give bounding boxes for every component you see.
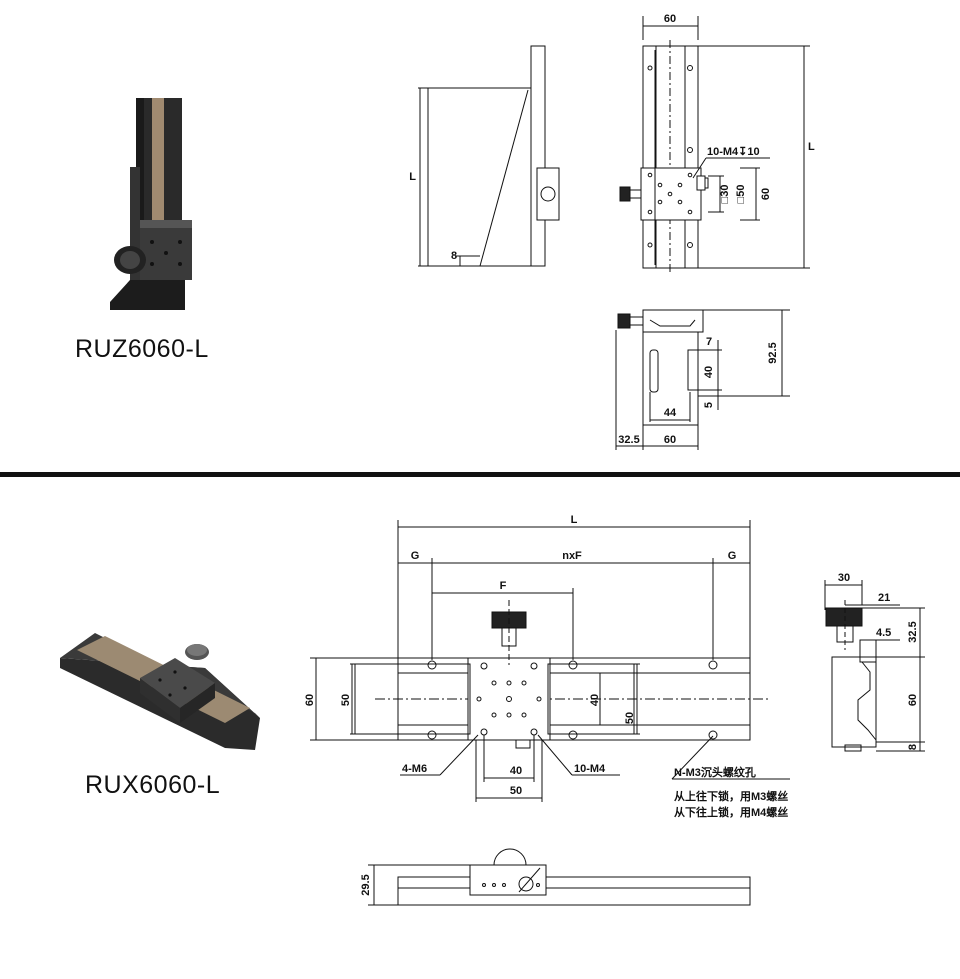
- bottom-plan-dim-F: F: [500, 580, 507, 592]
- ruz-model-label: RUZ6060-L: [75, 335, 209, 363]
- bottom-plan-note-nm3-line3: 从下往上锁，用M4螺丝: [674, 805, 788, 819]
- top-bottom-view: 92.5 7 40 5 44 32.5 60: [615, 309, 790, 450]
- rux-model-label: RUX6060-L: [85, 771, 221, 799]
- top-front-hole-note: 10-M4↧10: [707, 146, 760, 158]
- bottom-plan-note-nm3-line2: 从上往下锁，用M3螺丝: [674, 789, 788, 803]
- bottom-plan-dim-G-right: G: [728, 550, 737, 562]
- section-divider: [0, 472, 960, 477]
- top-front-dim-60: 60: [664, 13, 676, 25]
- top-bottom-dim-40: 40: [703, 366, 715, 378]
- bottom-plan-note-nm3-line1: N-M3沉头螺纹孔: [674, 765, 756, 779]
- top-bottom-dim-32-5: 32.5: [618, 434, 639, 446]
- bottom-plan-dim-50-left: 50: [340, 694, 352, 706]
- top-front-view: 60 L 10-M4↧10 □30 □50 60: [619, 13, 815, 275]
- bottom-plan-dim-50: 50: [510, 785, 522, 797]
- bottom-plan-dim-G-left: G: [411, 550, 420, 562]
- bottom-end-dim-30: 30: [838, 572, 850, 584]
- top-front-dim-sq50: □50: [735, 185, 747, 204]
- top-bottom-dim-44: 44: [664, 407, 677, 419]
- bottom-plan-note-10m4: 10-M4: [574, 763, 606, 775]
- bottom-end-dim-8: 8: [907, 744, 919, 750]
- bottom-end-dim-4-5: 4.5: [876, 627, 891, 639]
- bottom-end-view: 30 21 4.5 32.5 60 8: [824, 572, 925, 752]
- ruz-product-photo: [110, 98, 192, 310]
- bottom-plan-view: L G nxF G F 60 50 40 50: [304, 514, 790, 819]
- bottom-end-dim-21: 21: [878, 592, 890, 604]
- top-side-view: L 8: [409, 45, 560, 267]
- top-front-dim-L: L: [808, 141, 815, 153]
- bottom-end-dim-60: 60: [907, 694, 919, 706]
- top-bottom-dim-5: 5: [703, 402, 715, 408]
- rux-product-photo: [60, 633, 260, 750]
- top-side-dim-L: L: [409, 171, 416, 183]
- bottom-plan-dim-60-left: 60: [304, 694, 316, 706]
- bottom-plan-dim-50-right: 50: [624, 712, 636, 724]
- bottom-plan-dim-nxF: nxF: [562, 550, 582, 562]
- bottom-side-dim-29-5: 29.5: [360, 874, 372, 895]
- bottom-technical-drawing: L G nxF G F 60 50 40 50: [304, 514, 925, 906]
- top-side-dim-8: 8: [451, 250, 457, 262]
- top-technical-drawing: L 8 60 L: [409, 13, 815, 450]
- bottom-plan-dim-40: 40: [510, 765, 522, 777]
- top-bottom-dim-7: 7: [706, 336, 712, 348]
- bottom-plan-note-4m6: 4-M6: [402, 763, 427, 775]
- top-front-dim-sq30: □30: [719, 185, 731, 204]
- bottom-plan-dim-40-center: 40: [589, 694, 601, 706]
- top-front-dim-60-side: 60: [760, 188, 772, 200]
- bottom-side-view: 29.5: [360, 848, 751, 906]
- bottom-end-dim-32-5: 32.5: [907, 621, 919, 642]
- top-bottom-dim-60: 60: [664, 434, 676, 446]
- top-bottom-dim-92-5: 92.5: [767, 342, 779, 363]
- bottom-plan-dim-L: L: [571, 514, 578, 526]
